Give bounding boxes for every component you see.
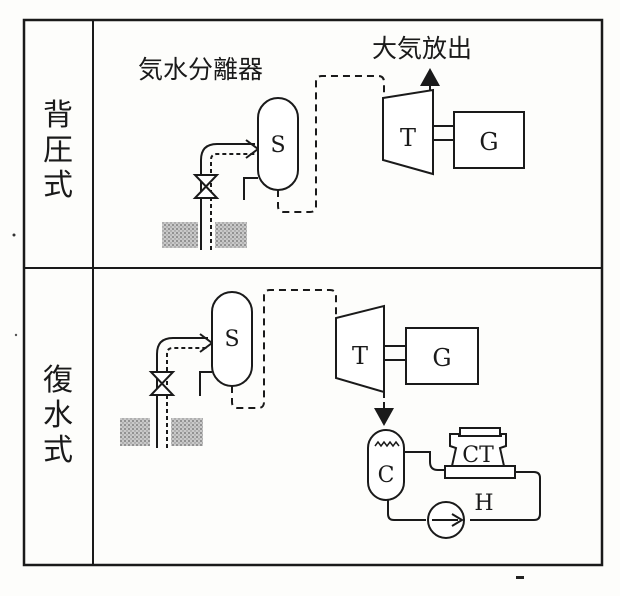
ground-block [120, 418, 150, 446]
svg-text:式: 式 [43, 168, 73, 203]
heat-exchanger-label: H [474, 491, 493, 516]
valve-icon [192, 174, 220, 199]
condenser [367, 429, 405, 501]
generator-label: G [479, 128, 498, 156]
condensing-system: S T G C CT H [120, 289, 541, 539]
print-speck [14, 333, 18, 337]
generator [405, 327, 479, 385]
spray-icon [374, 440, 400, 448]
print-speck [12, 233, 16, 237]
flow-arrow-icon [199, 333, 214, 353]
cooling-tower-label: CT [462, 443, 494, 468]
generator [453, 111, 525, 169]
svg-text:式: 式 [43, 433, 73, 468]
separator-label: S [224, 327, 239, 352]
valve-icon [148, 371, 176, 396]
ground-block [162, 222, 198, 248]
flow-arrow-icon [245, 139, 260, 159]
svg-text:水: 水 [43, 398, 73, 433]
separator-annotation: 気水分離器 [138, 55, 263, 84]
turbine-label: T [352, 342, 368, 370]
ground-block [215, 222, 247, 248]
condenser-label: C [378, 463, 395, 488]
turbine-label: T [400, 124, 416, 152]
generator-label: G [432, 344, 451, 372]
turbine [382, 88, 434, 176]
atmospheric-release-annotation: 大気放出 [372, 34, 472, 63]
row-label-back-pressure: 背 圧 式 [43, 98, 73, 203]
print-speck [516, 576, 524, 579]
row-label-condensing: 復 水 式 [43, 363, 73, 468]
back-pressure-system: 気水分離器 大気放出 S T G [138, 34, 525, 250]
svg-text:背: 背 [43, 98, 73, 133]
table-frame [22, 18, 604, 567]
svg-text:復: 復 [43, 363, 73, 398]
svg-text:圧: 圧 [43, 133, 73, 168]
ground-block [171, 418, 203, 446]
separator-label: S [270, 133, 285, 158]
